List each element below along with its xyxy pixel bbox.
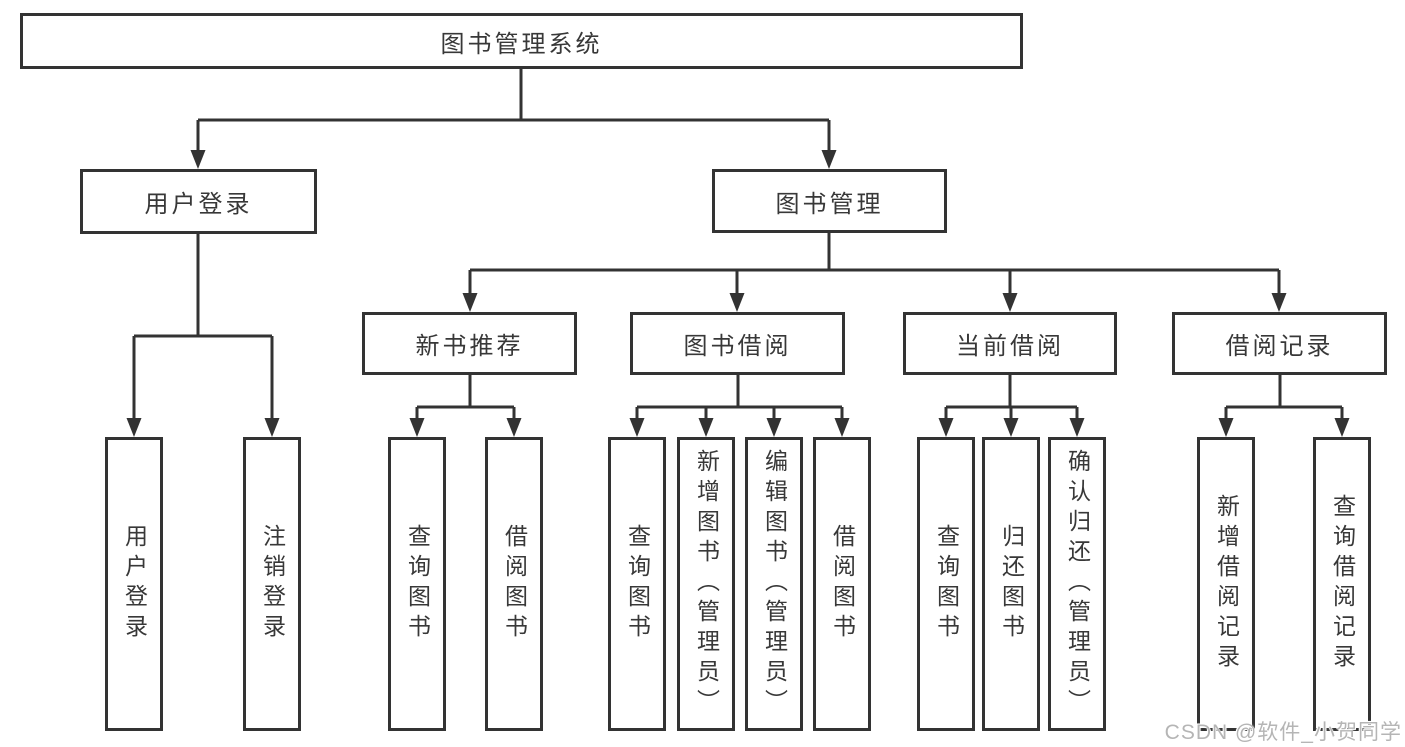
- arrowhead-icon: [1069, 418, 1085, 437]
- leaf-borrow-add-book-admin-label: 新增图书（管理员）: [693, 449, 720, 719]
- node-borrowing-records-label: 借阅记录: [1225, 333, 1334, 360]
- arrowhead-icon: [729, 293, 745, 312]
- leaf-borrow-edit-book-admin: 编辑图书（管理员）: [745, 437, 803, 731]
- leaf-current-query-book-label: 查询图书: [933, 524, 960, 644]
- arrowhead-icon: [506, 418, 522, 437]
- leaf-current-query-book: 查询图书: [917, 437, 975, 731]
- node-user-login-label: 用户登录: [144, 191, 253, 218]
- arrowhead-icon: [462, 293, 478, 312]
- arrowhead-icon: [834, 418, 850, 437]
- node-book-management: 图书管理: [712, 169, 947, 233]
- leaf-borrow-borrow-book-label: 借阅图书: [829, 524, 856, 644]
- leaf-borrow-edit-book-admin-label: 编辑图书（管理员）: [761, 449, 788, 719]
- leaf-record-add: 新增借阅记录: [1197, 437, 1255, 731]
- arrowhead-icon: [1271, 293, 1287, 312]
- leaf-record-query: 查询借阅记录: [1313, 437, 1371, 731]
- leaf-current-return-book-label: 归还图书: [998, 524, 1025, 644]
- arrowhead-icon: [698, 418, 714, 437]
- leaf-newbook-borrow-book: 借阅图书: [485, 437, 543, 731]
- node-current-borrowing-label: 当前借阅: [956, 333, 1064, 360]
- leaf-logout-label: 注销登录: [259, 524, 286, 644]
- node-current-borrowing: 当前借阅: [903, 312, 1117, 375]
- leaf-borrow-query-book: 查询图书: [608, 437, 666, 731]
- leaf-current-confirm-return-admin: 确认归还（管理员）: [1048, 437, 1106, 731]
- node-user-login: 用户登录: [80, 169, 317, 234]
- arrowheads: [126, 150, 1350, 437]
- leaf-borrow-query-book-label: 查询图书: [624, 524, 651, 644]
- arrowhead-icon: [190, 150, 206, 169]
- leaf-user-login-label: 用户登录: [121, 524, 148, 644]
- arrowhead-icon: [629, 418, 645, 437]
- leaf-current-return-book: 归还图书: [982, 437, 1040, 731]
- node-book-management-label: 图书管理: [775, 190, 884, 218]
- node-new-book-recommend-label: 新书推荐: [415, 333, 524, 360]
- arrowhead-icon: [1002, 293, 1018, 312]
- node-root: 图书管理系统: [20, 13, 1023, 69]
- leaf-borrow-add-book-admin: 新增图书（管理员）: [677, 437, 735, 731]
- leaf-record-query-label: 查询借阅记录: [1329, 494, 1356, 674]
- node-book-borrowing: 图书借阅: [630, 312, 845, 375]
- leaf-current-confirm-return-admin-label: 确认归还（管理员）: [1064, 449, 1091, 719]
- arrowhead-icon: [1003, 418, 1019, 437]
- arrowhead-icon: [409, 418, 425, 437]
- csdn-watermark: CSDN @软件_小贺同学: [1164, 721, 1402, 744]
- leaf-logout: 注销登录: [243, 437, 301, 731]
- leaf-record-add-label: 新增借阅记录: [1213, 494, 1240, 674]
- leaf-newbook-borrow-book-label: 借阅图书: [501, 524, 528, 644]
- node-root-label: 图书管理系统: [440, 30, 603, 58]
- node-new-book-recommend: 新书推荐: [362, 312, 577, 375]
- leaf-newbook-query-book: 查询图书: [388, 437, 446, 731]
- arrowhead-icon: [938, 418, 954, 437]
- arrowhead-icon: [126, 418, 142, 437]
- leaf-user-login: 用户登录: [105, 437, 163, 731]
- leaf-borrow-borrow-book: 借阅图书: [813, 437, 871, 731]
- arrowhead-icon: [264, 418, 280, 437]
- arrowhead-icon: [1334, 418, 1350, 437]
- node-book-borrowing-label: 图书借阅: [683, 333, 792, 360]
- arrowhead-icon: [1218, 418, 1234, 437]
- node-borrowing-records: 借阅记录: [1172, 312, 1387, 375]
- arrowhead-icon: [766, 418, 782, 437]
- connector-segments: [132, 69, 1344, 421]
- arrowhead-icon: [821, 150, 837, 169]
- leaf-newbook-query-book-label: 查询图书: [404, 524, 431, 644]
